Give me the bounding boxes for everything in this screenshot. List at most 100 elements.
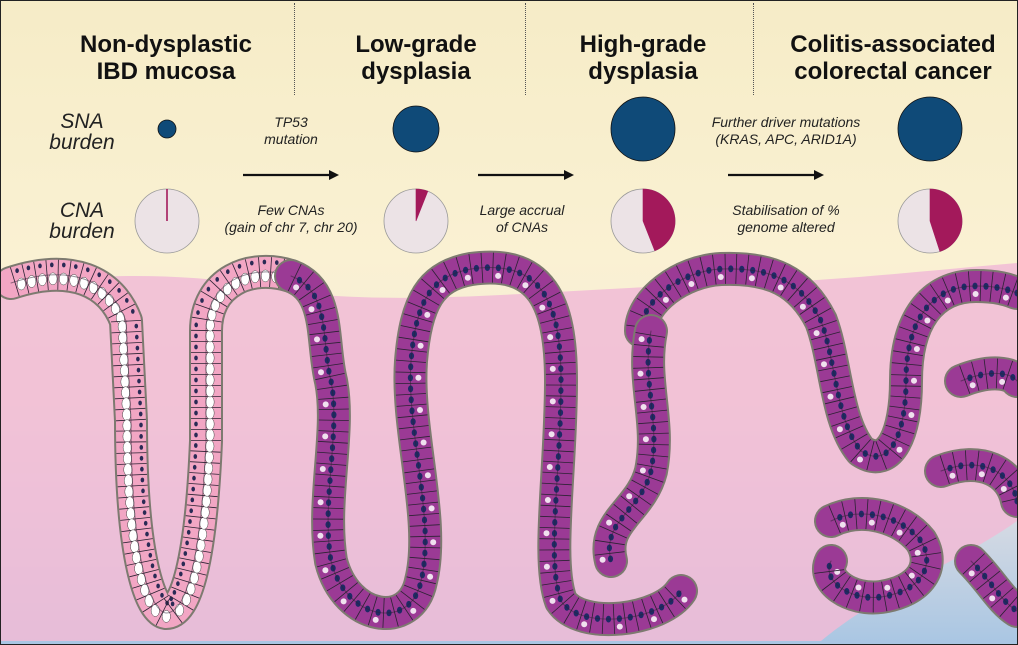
goblet-vacuole <box>373 617 379 623</box>
goblet-vacuole <box>638 371 644 377</box>
stage-title-line2: dysplasia <box>296 58 536 85</box>
dysplastic-epithelium <box>960 359 1017 394</box>
nucleus <box>86 267 90 272</box>
stage-title-line1: High-grade <box>523 31 763 58</box>
goblet-vacuole <box>205 451 213 463</box>
goblet-vacuole <box>430 539 436 545</box>
nucleus <box>135 324 139 329</box>
note-line: genome altered <box>696 219 876 236</box>
goblet-vacuole <box>914 346 920 352</box>
goblet-vacuole <box>837 426 843 432</box>
goblet-vacuole <box>206 352 214 364</box>
cna-burden-pie-icon <box>132 186 202 256</box>
goblet-vacuole <box>682 597 688 603</box>
transition-sna-note: Further driver mutations (KRAS, APC, ARI… <box>686 114 886 148</box>
nucleus <box>145 532 149 537</box>
stage-title-non-dysplastic: Non-dysplastic IBD mucosa <box>46 31 286 85</box>
goblet-vacuole <box>182 594 190 606</box>
nucleus <box>275 260 279 265</box>
transition-cna-note: Few CNAs (gain of chr 7, chr 20) <box>191 202 391 236</box>
note-line: (gain of chr 7, chr 20) <box>191 219 391 236</box>
goblet-vacuole <box>201 506 209 518</box>
goblet-vacuole <box>322 433 328 439</box>
sna-burden-circle-icon <box>381 94 451 164</box>
nucleus <box>144 521 148 526</box>
goblet-vacuole <box>834 569 840 575</box>
goblet-vacuole <box>123 420 131 432</box>
goblet-vacuole <box>122 398 130 410</box>
stage-title-high-grade: High-grade dysplasia <box>523 31 763 85</box>
nucleus <box>189 508 193 513</box>
nucleus <box>141 489 145 494</box>
nucleus <box>191 498 195 503</box>
nucleus <box>153 574 157 579</box>
sna-label-line1: SNA <box>37 111 127 132</box>
nucleus <box>160 593 164 598</box>
nucleus <box>194 400 198 405</box>
goblet-vacuole <box>121 387 129 399</box>
goblet-vacuole <box>606 520 612 526</box>
sna-burden-circle-icon <box>895 94 965 164</box>
nucleus <box>182 562 186 567</box>
goblet-vacuole <box>206 363 214 375</box>
nucleus <box>173 590 177 595</box>
nucleus <box>192 476 196 481</box>
goblet-vacuole <box>970 382 976 388</box>
goblet-vacuole <box>123 431 131 443</box>
nucleus <box>156 584 160 589</box>
goblet-vacuole <box>206 341 214 353</box>
goblet-vacuole <box>897 530 903 536</box>
goblet-vacuole <box>151 605 159 617</box>
goblet-vacuole <box>973 291 979 297</box>
note-line: Few CNAs <box>191 202 391 219</box>
nucleus <box>137 379 141 384</box>
goblet-vacuole <box>626 493 632 499</box>
goblet-vacuole <box>415 375 421 381</box>
goblet-vacuole <box>465 275 471 281</box>
cna-label-line1: CNA <box>37 200 127 221</box>
goblet-vacuole <box>427 574 433 580</box>
goblet-vacuole <box>128 519 136 531</box>
goblet-vacuole <box>950 473 956 479</box>
goblet-vacuole <box>314 336 320 342</box>
stage-title-low-grade: Low-grade dysplasia <box>296 31 536 85</box>
nucleus <box>194 389 198 394</box>
nucleus <box>194 334 198 339</box>
nucleus <box>194 323 198 328</box>
nucleus <box>50 263 54 268</box>
goblet-vacuole <box>821 361 827 367</box>
nucleus <box>136 346 140 351</box>
stage-title-line1: Low-grade <box>296 31 536 58</box>
goblet-vacuole <box>203 484 211 496</box>
goblet-vacuole <box>550 398 556 404</box>
goblet-vacuole <box>418 343 424 349</box>
goblet-vacuole <box>175 604 183 616</box>
dysplastic-epithelium <box>963 554 1017 617</box>
goblet-vacuole <box>522 282 528 288</box>
stage-title-line1: Non-dysplastic <box>46 31 286 58</box>
nucleus <box>74 264 78 269</box>
goblet-vacuole <box>924 318 930 324</box>
goblet-vacuole <box>124 475 132 487</box>
nucleus <box>138 401 142 406</box>
note-line: TP53 <box>201 114 381 131</box>
transition-cna-note: Stabilisation of % genome altered <box>696 202 876 236</box>
goblet-vacuole <box>126 497 134 509</box>
goblet-vacuole <box>547 334 553 340</box>
nucleus <box>263 260 267 265</box>
goblet-vacuole <box>969 570 975 576</box>
cna-burden-label: CNA burden <box>37 200 127 242</box>
note-line: (KRAS, APC, ARID1A) <box>686 131 886 148</box>
progression-arrow-icon <box>243 169 339 181</box>
goblet-vacuole <box>309 306 315 312</box>
goblet-vacuole <box>121 376 129 388</box>
goblet-vacuole <box>641 404 647 410</box>
nucleus <box>184 551 188 556</box>
nucleus <box>140 456 144 461</box>
goblet-vacuole <box>778 285 784 291</box>
goblet-vacuole <box>639 336 645 342</box>
goblet-vacuole <box>127 508 135 520</box>
cna-label-line2: burden <box>37 221 127 242</box>
stage-title-line1: Colitis-associated <box>773 31 1013 58</box>
goblet-vacuole <box>424 312 430 318</box>
